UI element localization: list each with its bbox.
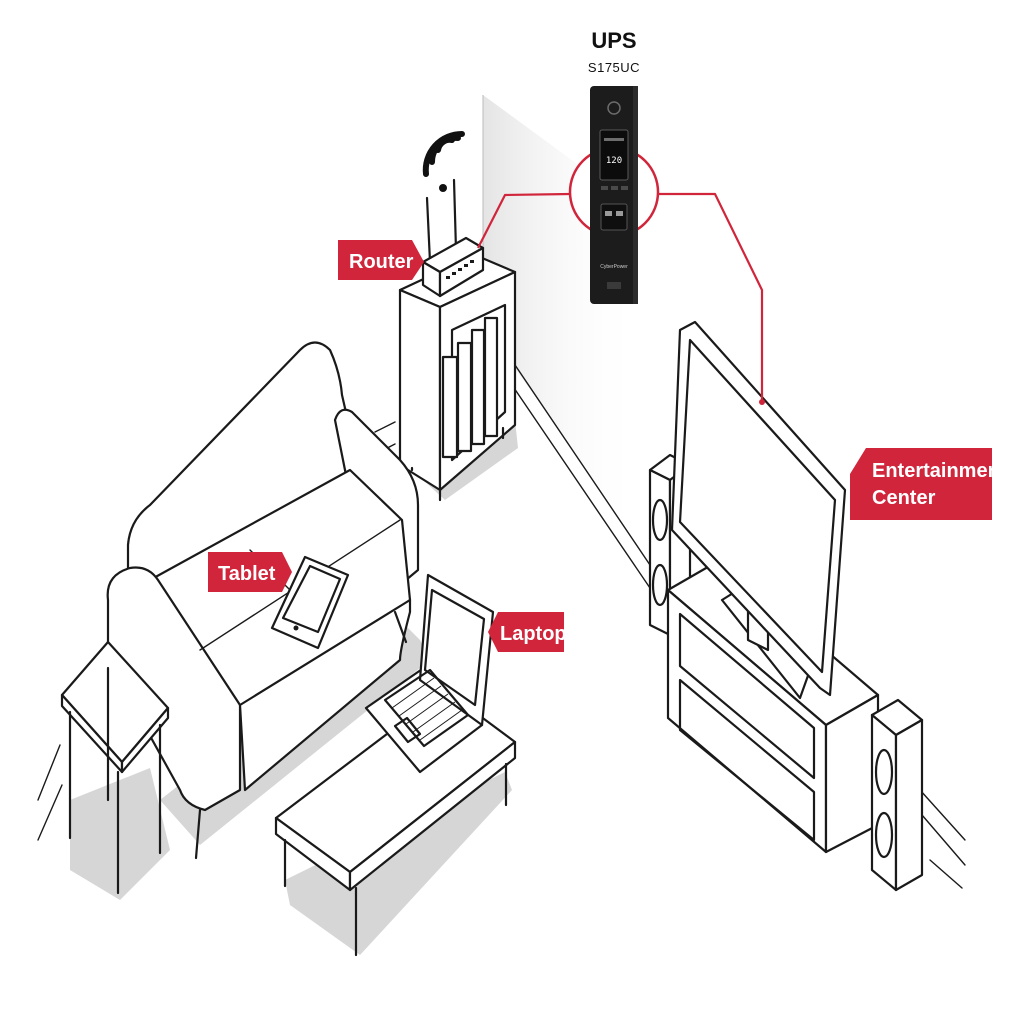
label-entertainment-bg [850, 448, 992, 520]
baseboard-far-right-2 [921, 814, 966, 866]
cabinet-side [398, 288, 442, 492]
label-tablet-text: Tablet [218, 563, 276, 585]
sofa-leg [393, 610, 408, 644]
stand-shelf-lower [678, 678, 816, 842]
ups-buttons [601, 186, 628, 190]
book [441, 355, 459, 459]
router-ports [446, 260, 474, 279]
router [421, 130, 485, 298]
sofa-front [238, 598, 412, 792]
speaker-right-front [870, 713, 898, 892]
router-antenna [452, 178, 458, 252]
sofa-arm-left [106, 566, 242, 812]
book [456, 341, 473, 453]
book [483, 316, 499, 438]
side-table [60, 640, 170, 895]
entertainment-center [648, 320, 924, 892]
laptop-trackpad [393, 716, 422, 744]
baseboard-left-far-2 [37, 784, 63, 841]
ups-title: UPS [591, 28, 636, 53]
sofa-leg [194, 808, 202, 860]
ups-lcd-bar [604, 138, 624, 141]
speaker-right-woofer [874, 811, 894, 859]
label-entertainment-line1: Entertainment [872, 460, 1007, 482]
ups-usb-panel [600, 203, 628, 231]
wire-ups-to-router [477, 192, 571, 249]
label-entertainment-line2: Center [872, 487, 936, 509]
book-cabinet [398, 253, 517, 502]
tablet-home-button [293, 625, 299, 631]
ups-body-side [633, 86, 638, 304]
tv-screen [678, 338, 837, 674]
speaker-left-woofer [651, 498, 669, 542]
ups-model: S175UC [588, 60, 640, 75]
ups-usb-port [616, 211, 623, 216]
label-router: Router [338, 240, 424, 280]
tv-frame [670, 320, 847, 697]
router-antenna [425, 196, 432, 264]
side-table-shadow [70, 768, 170, 900]
ups-usb-port [605, 211, 612, 216]
speaker-right-woofer [874, 748, 894, 796]
tablet-body [270, 555, 350, 650]
label-entertainment-center: Entertainment Center [850, 448, 1007, 520]
ups-lcd-value: 120 [606, 156, 622, 166]
book [470, 328, 486, 446]
label-laptop-bg [488, 612, 564, 652]
label-tablet-bg [208, 552, 292, 592]
wire-tv-endpoint [759, 399, 765, 405]
floor-line-right [929, 859, 963, 889]
ups-brand: CyberPower [600, 264, 628, 270]
baseboard-far-right [919, 789, 966, 841]
ups-power-button-icon [607, 101, 621, 115]
side-table-edge-2 [120, 706, 170, 774]
baseboard-left-far [37, 744, 61, 801]
stand-shelf-upper [678, 612, 816, 780]
wifi-signal-icon [422, 130, 465, 192]
coffee-table-shadow [285, 772, 512, 955]
label-router-bg [338, 240, 424, 280]
label-router-text: Router [349, 251, 414, 273]
tablet [270, 555, 350, 650]
laptop [364, 573, 495, 774]
laptop-keys [391, 677, 463, 741]
ups-body [590, 86, 638, 304]
coffee-table-edge-2 [348, 740, 517, 892]
speaker-right-side [894, 718, 924, 892]
power-wires [477, 192, 765, 405]
label-laptop-text: Laptop [500, 623, 567, 645]
laptop-keyboard [383, 668, 470, 748]
laptop-screen [423, 588, 486, 707]
ups-unit: UPS S175UC 120 CyberPower [568, 28, 660, 304]
sofa [106, 341, 420, 860]
speaker-left-woofer [651, 563, 669, 607]
label-laptop: Laptop [488, 612, 567, 652]
baseboard-right-bottom [511, 384, 651, 589]
ups-badge [607, 282, 621, 289]
baseboard-right-top [514, 364, 651, 566]
tablet-screen [281, 564, 342, 634]
label-tablet: Tablet [208, 552, 292, 592]
baseboard-left-top [374, 421, 396, 433]
wire-ups-to-tv [658, 192, 764, 400]
ups-lcd [599, 129, 629, 181]
